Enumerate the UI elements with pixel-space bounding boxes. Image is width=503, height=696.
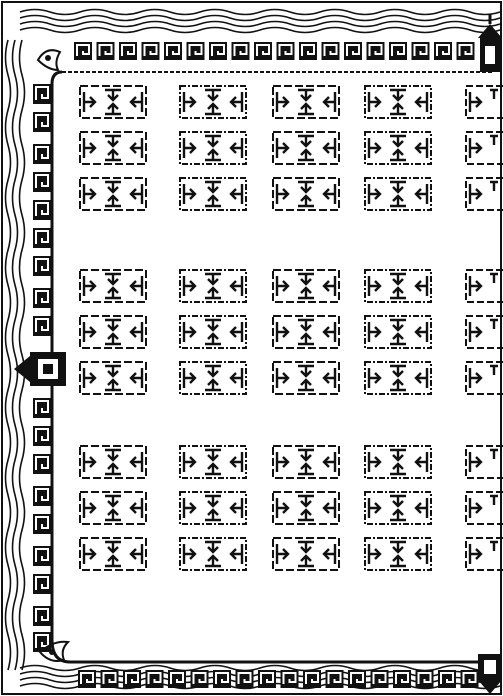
meander-block <box>78 670 96 688</box>
meander-block <box>326 670 344 688</box>
meander-block <box>33 288 51 308</box>
meander-block <box>33 228 51 248</box>
meander-block <box>119 42 137 60</box>
meander-block <box>254 42 272 60</box>
meander-block <box>389 42 407 60</box>
meander-block <box>33 454 51 474</box>
meander-block <box>457 42 475 60</box>
meander-block <box>299 42 317 60</box>
meander-block <box>209 42 227 60</box>
meander-block <box>344 42 362 60</box>
meander-block <box>168 670 186 688</box>
meander-block <box>33 172 51 192</box>
meander-block <box>303 670 321 688</box>
meander-block <box>146 670 164 688</box>
meander-block <box>33 398 51 418</box>
meander-block <box>33 200 51 220</box>
meander-block <box>232 42 250 60</box>
meander-block <box>412 42 430 60</box>
meander-block <box>281 670 299 688</box>
meander-block <box>322 42 340 60</box>
meander-block <box>164 42 182 60</box>
meander-block <box>33 426 51 446</box>
meander-block <box>33 144 51 164</box>
meander-block <box>371 670 389 688</box>
meander-block <box>33 632 51 652</box>
meander-block <box>393 670 411 688</box>
meander-block <box>142 42 160 60</box>
meander-block <box>438 670 456 688</box>
meander-block <box>33 514 51 534</box>
meander-block <box>187 42 205 60</box>
meander-block <box>33 606 51 626</box>
meander-block <box>74 42 92 60</box>
meander-block <box>348 670 366 688</box>
meander-block <box>101 670 119 688</box>
meander-block <box>97 42 115 60</box>
meander-block <box>123 670 141 688</box>
meander-block <box>258 670 276 688</box>
meander-block <box>33 574 51 594</box>
meander-block <box>416 670 434 688</box>
meander-block <box>367 42 385 60</box>
meander-block <box>33 316 51 336</box>
meander-block <box>191 670 209 688</box>
meander-block <box>33 486 51 506</box>
meander-block <box>33 546 51 566</box>
meander-block <box>213 670 231 688</box>
meander-block <box>33 256 51 276</box>
meander-block <box>461 670 479 688</box>
meander-block <box>33 84 51 104</box>
meander-block <box>277 42 295 60</box>
meander-block <box>33 112 51 132</box>
meander-block <box>236 670 254 688</box>
meander-block <box>434 42 452 60</box>
